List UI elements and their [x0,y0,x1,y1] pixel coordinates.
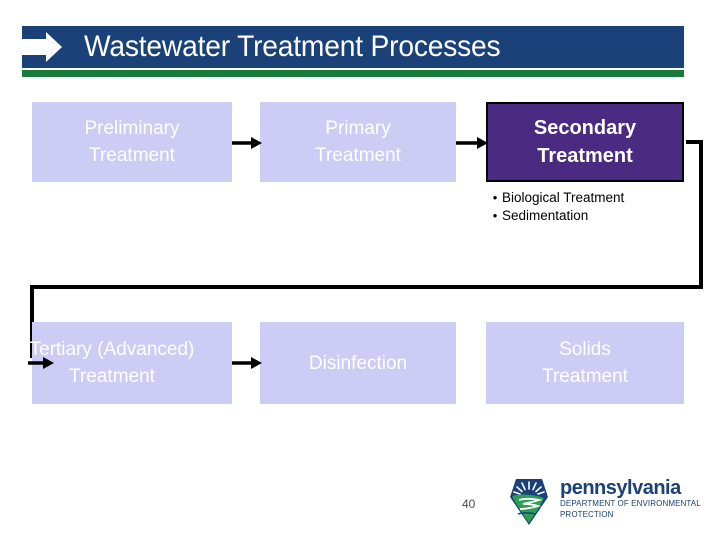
process-box-label: Tertiary (Advanced) Treatment [12,336,212,390]
tertiary-line2: Treatment [69,366,155,387]
bullet-dot-icon: • [492,208,498,223]
logo-name: pennsylvania [560,477,681,499]
title-underline-rule [22,70,684,77]
list-item: • Sedimentation [488,207,698,225]
primary-line2: Treatment [315,145,401,166]
pa-dep-logo: pennsylvania DEPARTMENT OF ENVIRONMENTAL… [502,473,701,531]
preliminary-line2: Treatment [89,145,175,166]
page-title: Wastewater Treatment Processes [84,30,501,63]
solids-line2: Treatment [542,366,628,387]
secondary-line1: Secondary [533,117,637,139]
tertiary-line1: Tertiary (Advanced) [29,339,195,360]
list-item-label: Biological Treatment [502,190,625,205]
preliminary-line1: Preliminary [84,118,180,139]
arrow-tertiary-to-disinfection-icon [232,356,262,370]
bullet-dot-icon: • [492,190,498,205]
process-box-disinfection[interactable]: Disinfection [260,322,456,404]
list-item-label: Sedimentation [502,208,589,223]
secondary-treatment-detail-list: • Biological Treatment • Sedimentation [488,189,698,225]
arrow-primary-to-secondary-icon [456,136,488,150]
arrow-preliminary-to-primary-icon [232,136,262,150]
solids-line1: Solids [559,339,611,360]
dep-wordmark: pennsylvania DEPARTMENT OF ENVIRONMENTAL… [560,477,701,520]
primary-line1: Primary [325,118,391,139]
process-box-tertiary-treatment[interactable]: Tertiary (Advanced) Treatment [30,322,232,404]
arrow-into-tertiary-icon [28,356,54,370]
title-banner: Wastewater Treatment Processes [22,26,684,68]
logo-subtitle-line1: DEPARTMENT OF ENVIRONMENTAL [560,499,701,508]
page-number: 40 [462,497,476,511]
process-box-label: Disinfection [308,352,408,374]
logo-subtitle-line2: PROTECTION [560,509,614,519]
banner-arrow-icon [22,26,74,68]
keystone-logo-icon [502,475,556,529]
list-item: • Biological Treatment [488,189,698,207]
secondary-line2: Treatment [537,145,633,167]
